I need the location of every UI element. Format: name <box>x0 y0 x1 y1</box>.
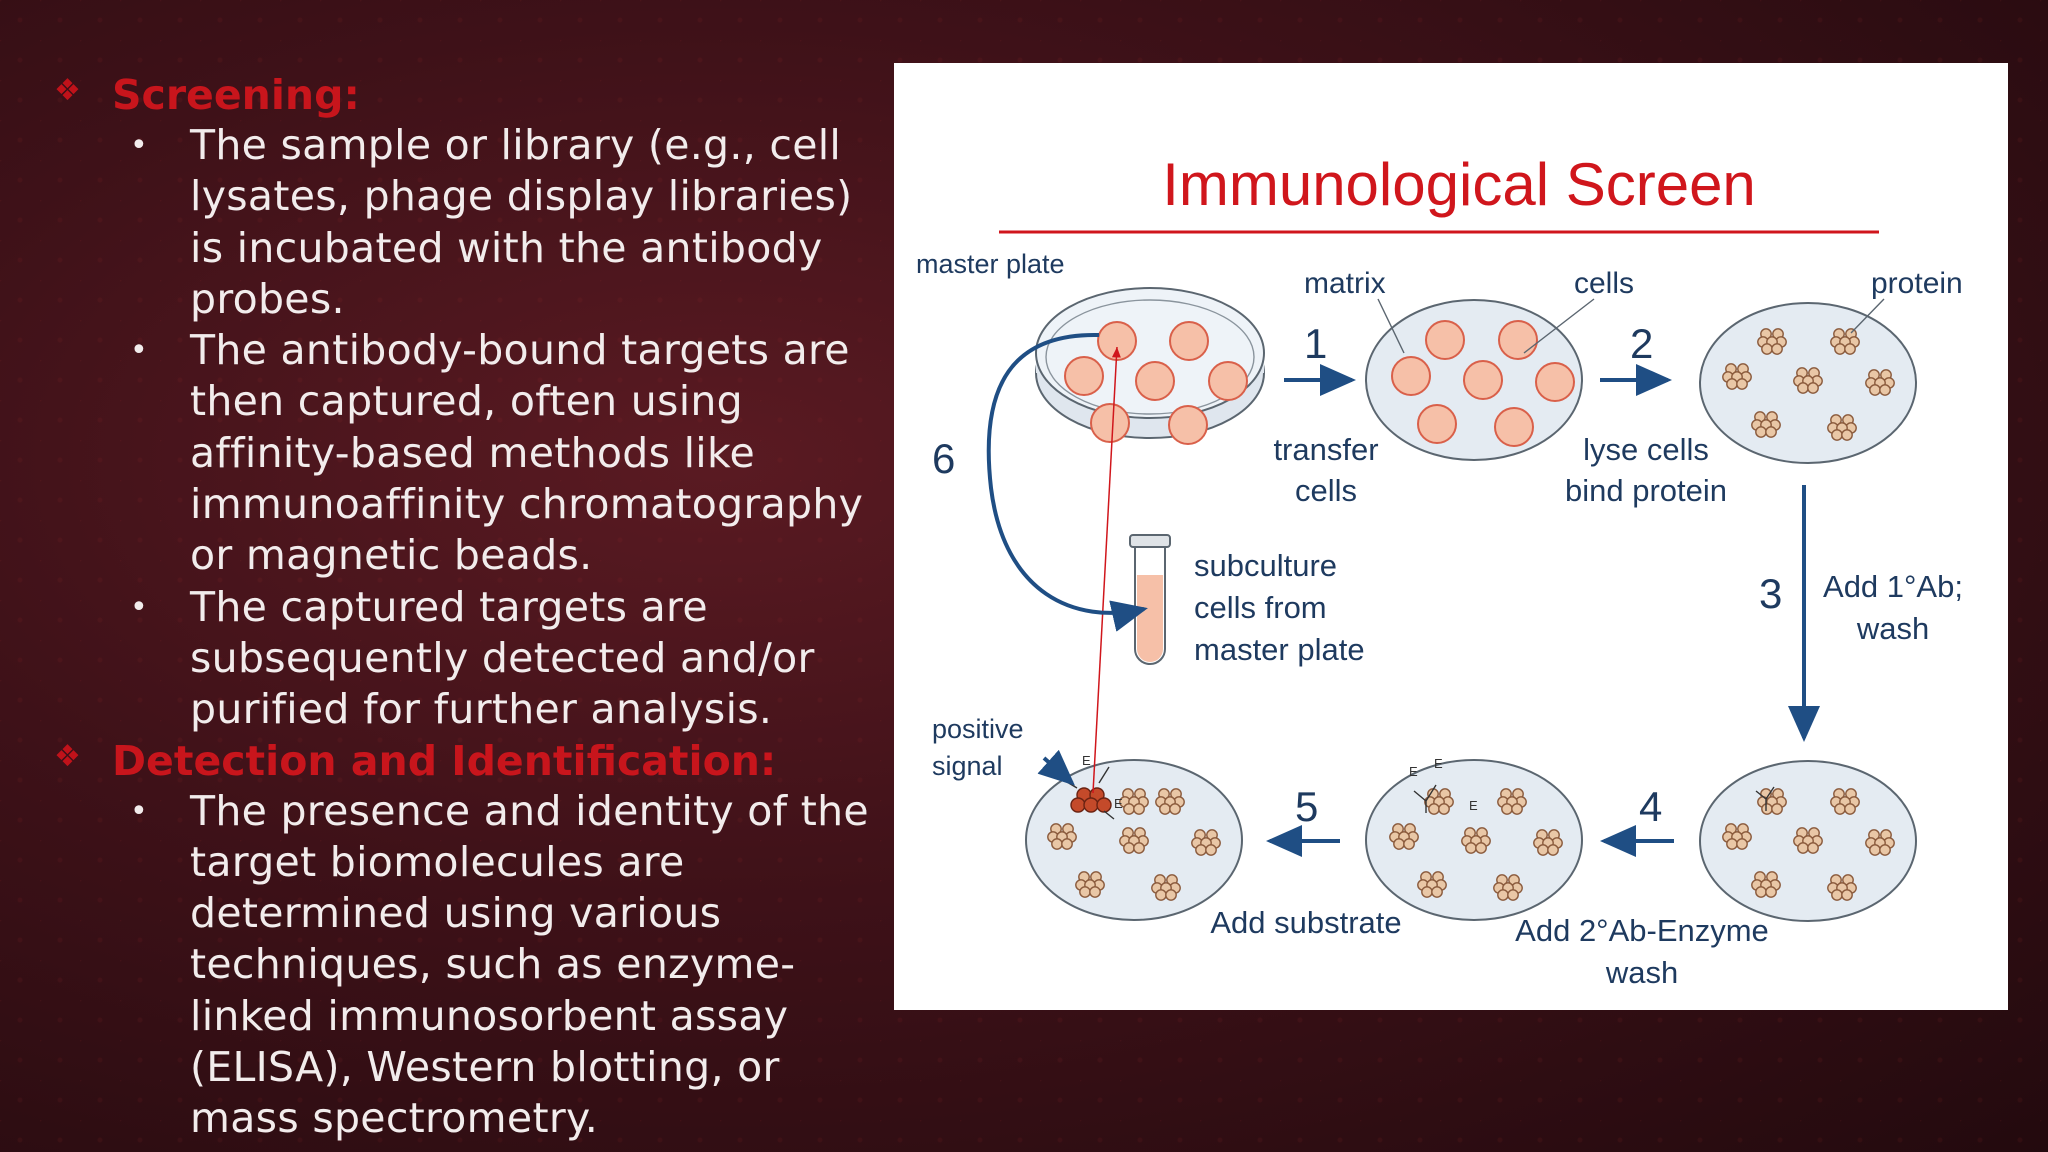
label-matrix: matrix <box>1304 267 1386 300</box>
label-subculture-1: subculture <box>1194 548 1337 583</box>
secondary-antibody-plate: E E E <box>1365 756 1583 921</box>
label-ab1-2: wash <box>1856 611 1929 646</box>
list-item: • The sample or library (e.g., cell lysat… <box>130 120 884 325</box>
primary-antibody-plate <box>1699 760 1917 922</box>
list-item: • The presence and identity of the target… <box>130 786 884 1145</box>
label-transfer-2: cells <box>1295 473 1357 508</box>
protein-plate <box>1699 302 1917 464</box>
diagram-title: Immunological Screen <box>1162 151 1756 218</box>
section-title: Screening: <box>112 71 360 119</box>
label-substrate: Add substrate <box>1210 905 1401 940</box>
leader-cells <box>1523 298 1595 354</box>
enzyme-label: E <box>1469 798 1478 813</box>
label-cells: cells <box>1574 267 1634 300</box>
step-number-2: 2 <box>1630 320 1653 367</box>
diagram-panel: Immunological Screen master plate <box>894 63 2008 1010</box>
label-ab2-2: wash <box>1605 955 1678 990</box>
enzyme-label: E <box>1114 796 1123 811</box>
master-plate <box>1035 287 1265 445</box>
bullet-dot-icon: • <box>130 589 148 625</box>
step-number-5: 5 <box>1295 783 1318 830</box>
subculture-tube <box>1129 534 1171 665</box>
bullet-dot-icon: • <box>130 333 148 369</box>
label-subculture-3: master plate <box>1194 632 1365 667</box>
list-item: • The captured targets are subsequently d… <box>130 582 884 736</box>
label-subculture-2: cells from <box>1194 590 1327 625</box>
enzyme-label: E <box>1434 756 1443 771</box>
label-lyse-2: bind protein <box>1565 473 1727 508</box>
positive-signal-pointer <box>1037 749 1075 786</box>
label-ab1-1: Add 1°Ab; <box>1823 569 1963 604</box>
bullet-text: The captured targets are subsequently de… <box>190 582 815 734</box>
label-master-plate: master plate <box>916 249 1065 279</box>
label-lyse-1: lyse cells <box>1583 432 1709 467</box>
arrow-step-6 <box>986 332 1148 632</box>
bullet-list: • The presence and identity of the target… <box>54 786 884 1145</box>
section-screening: ❖ Screening: <box>54 70 884 120</box>
positive-signal-colony <box>1070 787 1112 813</box>
label-protein: protein <box>1871 267 1963 300</box>
leader-protein <box>1850 298 1885 334</box>
step-number-1: 1 <box>1304 320 1327 367</box>
bullet-dot-icon: • <box>130 128 148 163</box>
bullet-text: The presence and identity of the target … <box>190 786 869 1143</box>
section-detection: ❖ Detection and Identification: <box>54 736 884 786</box>
label-ab2-1: Add 2°Ab-Enzyme <box>1515 913 1769 948</box>
detection-plate: E E E <box>1025 753 1243 921</box>
label-positive-2: signal <box>932 751 1003 781</box>
label-positive-1: positive <box>932 714 1024 744</box>
matrix-plate <box>1365 299 1583 461</box>
text-column: ❖ Screening: • The sample or library (e.g… <box>54 70 884 1145</box>
immunological-screen-diagram: Immunological Screen master plate <box>916 151 1963 990</box>
step-number-4: 4 <box>1639 783 1662 830</box>
enzyme-label: E <box>1082 753 1091 768</box>
label-transfer-1: transfer <box>1273 432 1378 467</box>
section-title: Detection and Identification: <box>112 736 777 785</box>
step-number-6: 6 <box>932 435 955 482</box>
step-number-3: 3 <box>1759 570 1782 617</box>
alignment-line <box>1092 346 1121 794</box>
enzyme-label: E <box>1409 764 1418 779</box>
bullet-dot-icon: • <box>130 793 148 829</box>
diamond-bullet-icon: ❖ <box>54 73 81 108</box>
bullet-text: The antibody-bound targets are then capt… <box>190 326 864 580</box>
list-item: • The antibody-bound targets are then cap… <box>130 325 884 581</box>
bullet-list: • The sample or library (e.g., cell lysat… <box>54 120 884 736</box>
diamond-bullet-icon: ❖ <box>54 738 81 774</box>
leader-matrix <box>1377 298 1405 354</box>
bullet-text: The sample or library (e.g., cell lysate… <box>190 121 853 323</box>
